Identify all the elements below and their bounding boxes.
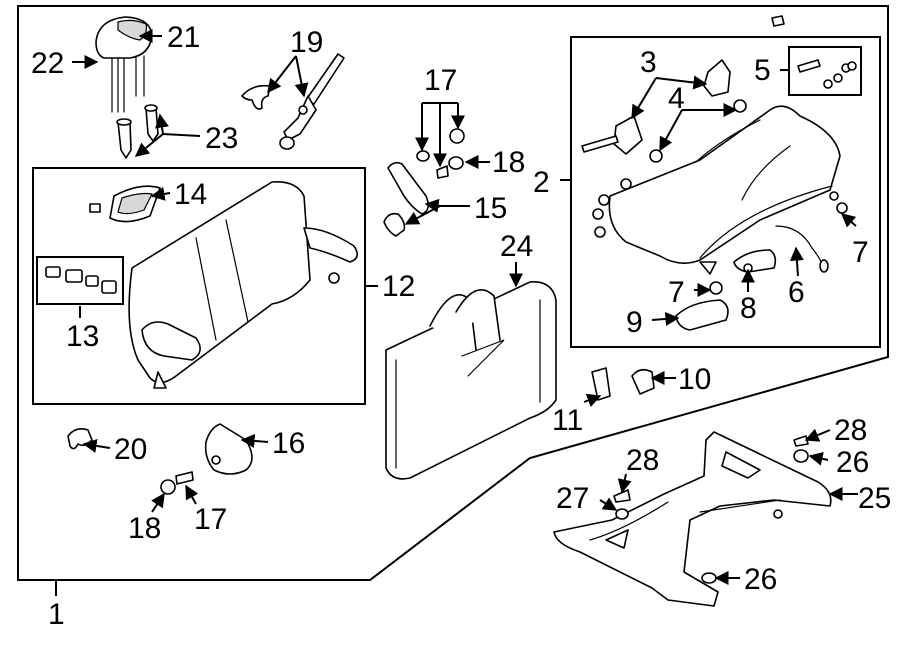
callout-1: 1	[48, 598, 65, 631]
callout-13: 13	[66, 320, 99, 353]
hinge-bracket-part	[581, 15, 785, 163]
callout-18-bottom: 18	[128, 512, 161, 545]
callout-23: 23	[205, 122, 238, 155]
latch-parts-box	[36, 256, 124, 305]
callout-26-bottom: 26	[744, 563, 777, 596]
callout-15: 15	[474, 192, 507, 225]
seat-back-part	[128, 180, 358, 389]
small-brackets	[591, 367, 655, 401]
callout-12: 12	[382, 270, 415, 303]
callout-21: 21	[167, 21, 200, 54]
callout-4: 4	[668, 82, 685, 115]
latch-parts	[45, 266, 117, 294]
headrest-guide-part	[116, 104, 159, 159]
callout-22: 22	[31, 47, 64, 80]
callout-11: 11	[552, 404, 583, 437]
callout-10: 10	[678, 363, 711, 396]
callout-5: 5	[754, 54, 771, 87]
trim-bezel-part	[89, 185, 161, 223]
headrest-part	[95, 16, 153, 113]
callout-16: 16	[272, 427, 305, 460]
callout-2: 2	[533, 166, 550, 199]
callout-28-right: 28	[834, 414, 867, 447]
callout-28-left: 28	[626, 444, 659, 477]
callout-6: 6	[788, 276, 805, 309]
strut-part	[241, 53, 345, 150]
callout-7-right: 7	[852, 236, 869, 269]
small-hardware-bottom	[160, 471, 194, 495]
seat-cushion-part	[592, 105, 848, 264]
callout-26-right: 26	[836, 446, 869, 479]
callout-25: 25	[858, 482, 891, 515]
seat-back-box	[32, 167, 366, 405]
callout-19: 19	[290, 26, 323, 59]
cover-part	[204, 423, 253, 475]
callout-3: 3	[640, 46, 657, 79]
seat-cushion-box	[570, 36, 881, 348]
callout-8: 8	[740, 292, 757, 325]
callout-20: 20	[114, 433, 147, 466]
small-hardware-top	[416, 128, 465, 179]
release-button-part	[675, 249, 777, 331]
callout-24: 24	[500, 230, 533, 263]
callout-18-top: 18	[492, 146, 525, 179]
callout-9: 9	[626, 306, 643, 339]
cable-part	[775, 225, 829, 273]
handle-part	[383, 161, 430, 237]
callout-14: 14	[174, 178, 207, 211]
callout-27: 27	[556, 482, 589, 515]
assembly-outline	[17, 5, 889, 581]
callout-17-bottom: 17	[194, 503, 227, 536]
leader-lines	[55, 29, 858, 596]
callout-17-top: 17	[424, 64, 457, 97]
hardware-kit-contents	[797, 59, 857, 89]
cross-member-part	[553, 431, 832, 607]
callout-7-left: 7	[668, 276, 685, 309]
storage-bag-part	[385, 281, 557, 480]
